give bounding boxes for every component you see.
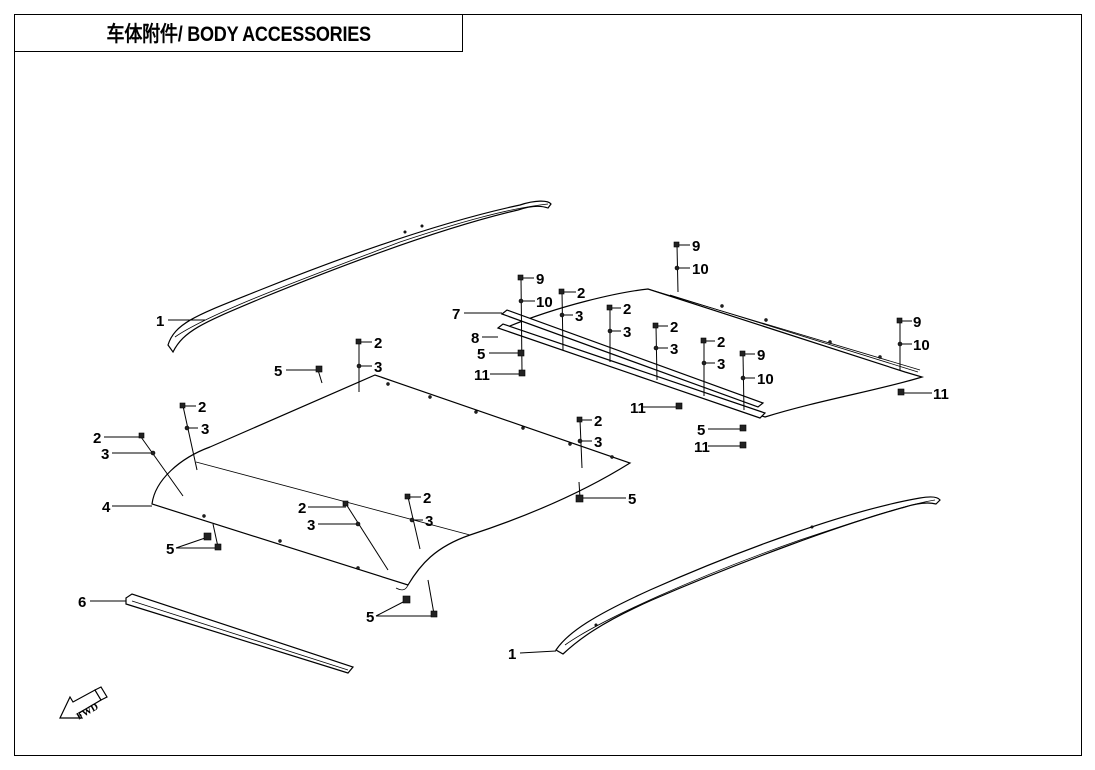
callout-5: 5 — [697, 422, 705, 439]
callout-labels: 1 1 2 2 2 2 2 2 2 2 2 2 3 3 3 3 3 3 3 3 … — [78, 238, 949, 663]
callout-3: 3 — [201, 421, 209, 438]
fasteners — [138, 241, 905, 618]
callout-1: 1 — [508, 646, 516, 663]
callout-9: 9 — [757, 347, 765, 364]
roof-panel — [151, 374, 632, 591]
callout-5: 5 — [477, 346, 485, 363]
callout-10: 10 — [757, 371, 774, 388]
leader-lines — [90, 244, 932, 654]
page-title: 车体附件/ BODY ACCESSORIES — [106, 23, 371, 46]
callout-2: 2 — [298, 500, 306, 517]
callout-8: 8 — [471, 330, 479, 347]
callout-2: 2 — [717, 334, 725, 351]
callout-3: 3 — [623, 324, 631, 341]
callout-10: 10 — [692, 261, 709, 278]
roof-rail-right — [555, 496, 941, 655]
callout-11: 11 — [933, 386, 949, 403]
callout-2: 2 — [594, 413, 602, 430]
callout-3: 3 — [425, 513, 433, 530]
callout-3: 3 — [575, 308, 583, 325]
callout-3: 3 — [374, 359, 382, 376]
callout-4: 4 — [102, 499, 111, 516]
callout-5: 5 — [274, 363, 282, 380]
callout-11: 11 — [474, 367, 490, 384]
roof-rail-left — [167, 200, 552, 354]
callout-11: 11 — [694, 439, 710, 456]
title-box: 车体附件/ BODY ACCESSORIES — [14, 14, 463, 52]
trim-strip — [125, 593, 355, 674]
callout-10: 10 — [536, 294, 553, 311]
callout-5: 5 — [628, 491, 636, 508]
callout-9: 9 — [913, 314, 921, 331]
callout-3: 3 — [670, 341, 678, 358]
callout-2: 2 — [623, 301, 631, 318]
callout-10: 10 — [913, 337, 930, 354]
callout-3: 3 — [717, 356, 725, 373]
fwd-arrow-icon: FWD — [59, 686, 108, 723]
callout-1: 1 — [156, 313, 164, 330]
callout-11: 11 — [630, 400, 646, 417]
drawing-frame — [14, 14, 1082, 756]
panel-holes — [202, 224, 882, 627]
callout-7: 7 — [452, 306, 460, 323]
rear-roof-panel — [496, 288, 925, 419]
callout-5: 5 — [166, 541, 174, 558]
callout-2: 2 — [93, 430, 101, 447]
callout-9: 9 — [536, 271, 544, 288]
callout-3: 3 — [101, 446, 109, 463]
callout-6: 6 — [78, 594, 86, 611]
callout-2: 2 — [670, 319, 678, 336]
callout-9: 9 — [692, 238, 700, 255]
callout-2: 2 — [374, 335, 382, 352]
callout-2: 2 — [198, 399, 206, 416]
callout-2: 2 — [423, 490, 431, 507]
callout-5: 5 — [366, 609, 374, 626]
callout-2: 2 — [577, 285, 585, 302]
callout-3: 3 — [307, 517, 315, 534]
callout-3: 3 — [594, 434, 602, 451]
